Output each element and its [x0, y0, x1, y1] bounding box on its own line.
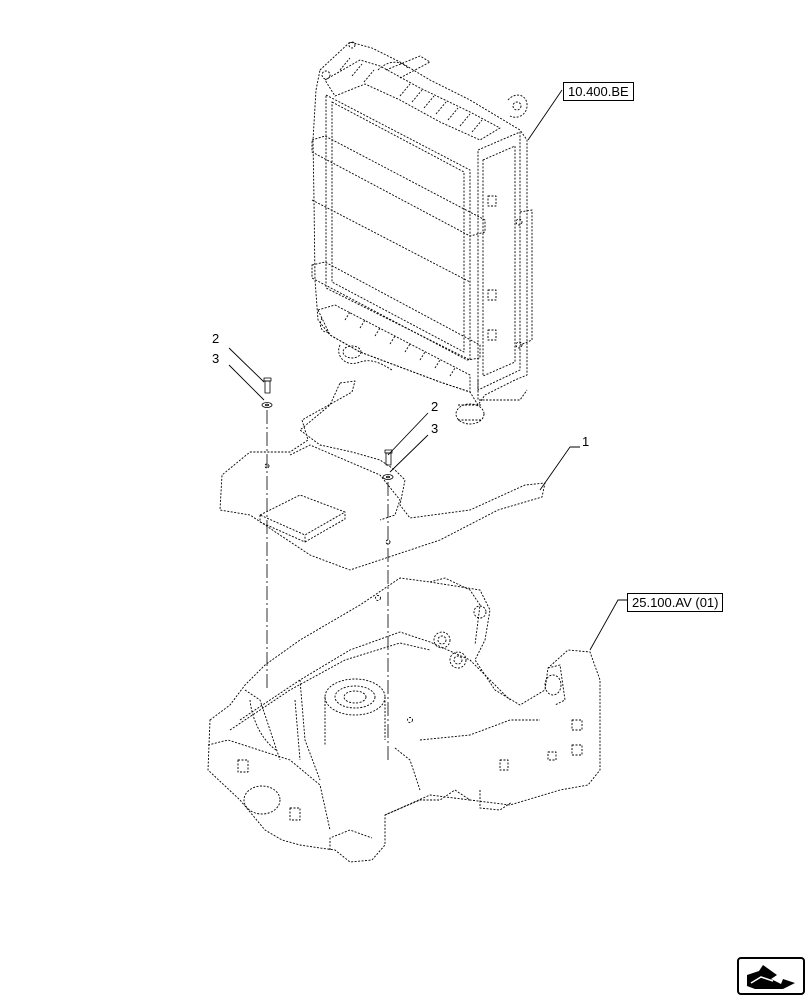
bolt-washer-left	[261, 377, 273, 408]
insulation-panel	[219, 380, 546, 571]
radiator-assembly	[311, 41, 533, 425]
callout-item-3-right: 3	[431, 421, 439, 436]
front-frame-casting	[207, 577, 601, 863]
arrow-navigation-icon[interactable]	[737, 957, 805, 995]
callout-item-2-left: 2	[212, 331, 220, 346]
alignment-centerlines	[266, 410, 389, 760]
radiator-reference-box[interactable]: 10.400.BE	[563, 82, 634, 101]
callout-item-2-right: 2	[431, 399, 439, 414]
leader-lines	[228, 89, 628, 651]
callout-item-1: 1	[582, 434, 590, 449]
frame-reference-box[interactable]: 25.100.AV (01)	[627, 593, 724, 612]
callout-item-3-left: 3	[212, 351, 220, 366]
